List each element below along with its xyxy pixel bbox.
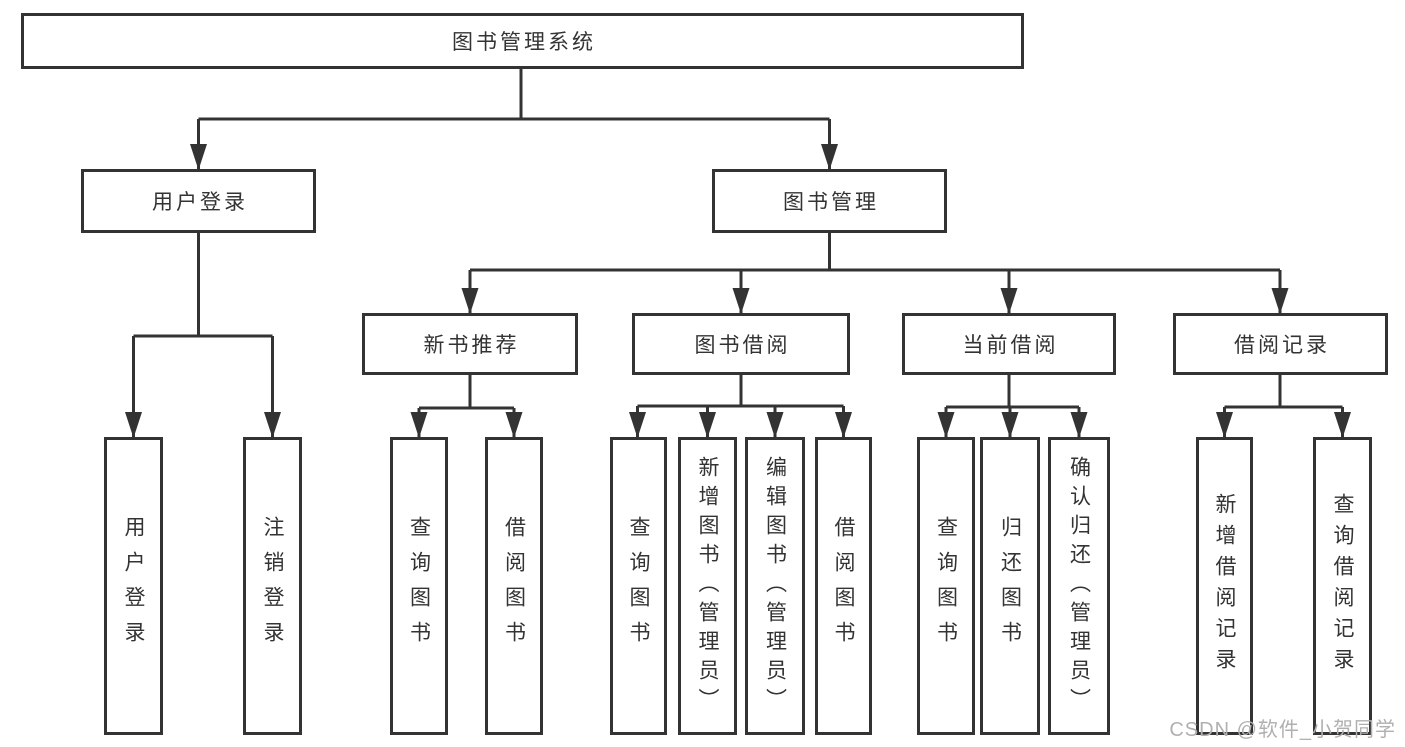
leaf-query-books-recommend-label: 查询图书 bbox=[407, 516, 431, 656]
leaf-add-books-admin-label: 新增图书（管理员） bbox=[696, 455, 719, 717]
node-current-borrowing: 当前借阅 bbox=[902, 313, 1116, 375]
leaf-query-borrow-record: 查询借阅记录 bbox=[1313, 437, 1372, 735]
leaf-confirm-return-admin: 确认归还（管理员） bbox=[1048, 437, 1110, 735]
node-root: 图书管理系统 bbox=[21, 13, 1024, 69]
leaf-return-books: 归还图书 bbox=[980, 437, 1040, 735]
leaf-add-books-admin: 新增图书（管理员） bbox=[678, 437, 737, 735]
leaf-borrow-books-recommend-label: 借阅图书 bbox=[502, 516, 526, 656]
leaf-edit-books-admin: 编辑图书（管理员） bbox=[745, 437, 805, 735]
connector-arrows bbox=[125, 119, 1351, 438]
leaf-user-login-label: 用户登录 bbox=[122, 516, 145, 656]
watermark: CSDN @软件_小贺同学 bbox=[1169, 719, 1396, 741]
leaf-logout-label: 注销登录 bbox=[261, 516, 284, 656]
node-book-borrowing-label: 图书借阅 bbox=[694, 334, 791, 357]
node-book-borrowing: 图书借阅 bbox=[632, 313, 850, 375]
node-new-book-recommend: 新书推荐 bbox=[362, 313, 578, 375]
node-borrowing-records: 借阅记录 bbox=[1173, 313, 1388, 375]
node-book-management: 图书管理 bbox=[712, 169, 947, 233]
leaf-user-login: 用户登录 bbox=[104, 437, 163, 735]
node-current-borrowing-label: 当前借阅 bbox=[962, 334, 1059, 357]
leaf-borrow-books-recommend: 借阅图书 bbox=[485, 437, 543, 735]
node-user-login: 用户登录 bbox=[81, 169, 316, 233]
leaf-borrow-books-borrowing-label: 借阅图书 bbox=[832, 516, 855, 656]
leaf-query-books-borrowing: 查询图书 bbox=[610, 437, 667, 735]
leaf-confirm-return-admin-label: 确认归还（管理员） bbox=[1067, 455, 1091, 717]
leaf-add-borrow-record: 新增借阅记录 bbox=[1196, 437, 1253, 735]
leaf-query-borrow-record-label: 查询借阅记录 bbox=[1331, 493, 1354, 679]
leaf-query-books-current-label: 查询图书 bbox=[934, 516, 958, 656]
node-new-book-recommend-label: 新书推荐 bbox=[423, 334, 520, 357]
node-root-label: 图书管理系统 bbox=[452, 31, 596, 54]
leaf-query-books-current: 查询图书 bbox=[917, 437, 975, 735]
leaf-logout: 注销登录 bbox=[243, 437, 302, 735]
node-borrowing-records-label: 借阅记录 bbox=[1234, 334, 1330, 357]
node-user-login-label: 用户登录 bbox=[152, 191, 248, 214]
leaf-query-books-borrowing-label: 查询图书 bbox=[627, 516, 650, 656]
leaf-add-borrow-record-label: 新增借阅记录 bbox=[1213, 493, 1236, 679]
leaf-return-books-label: 归还图书 bbox=[998, 516, 1022, 656]
leaf-borrow-books-borrowing: 借阅图书 bbox=[815, 437, 872, 735]
leaf-query-books-recommend: 查询图书 bbox=[390, 437, 448, 735]
leaf-edit-books-admin-label: 编辑图书（管理员） bbox=[763, 455, 787, 717]
node-book-management-label: 图书管理 bbox=[783, 191, 879, 214]
